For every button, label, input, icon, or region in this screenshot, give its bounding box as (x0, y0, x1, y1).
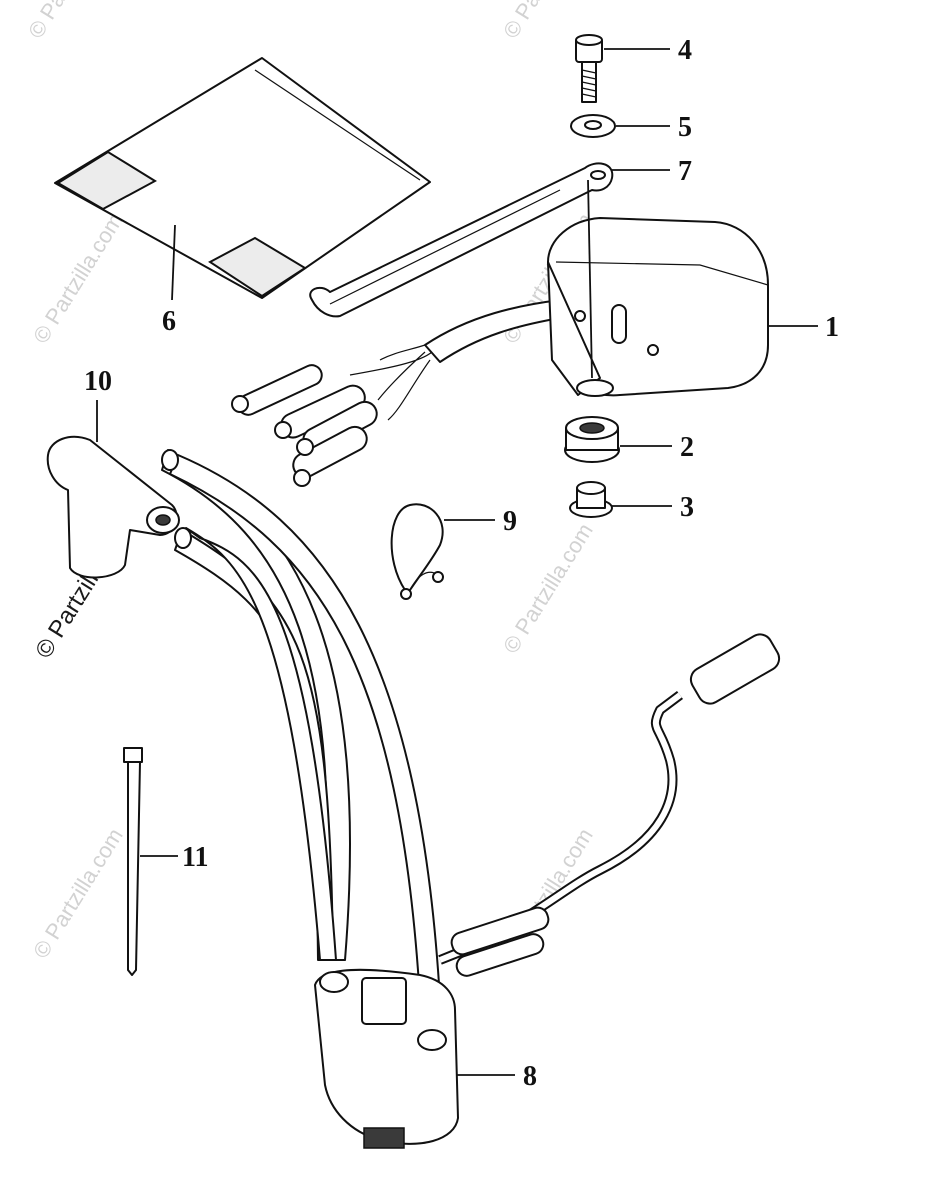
part-3-collar (569, 481, 613, 518)
cdi-wires (349, 344, 433, 421)
collar-top (576, 481, 606, 495)
part-6-sheet (54, 57, 431, 299)
coil-boot (319, 971, 349, 993)
callout-7: 7 (678, 156, 692, 187)
cdi-grommet-hole (576, 379, 614, 397)
primary-lead (438, 692, 682, 963)
part-1-cdi-unit (231, 217, 769, 487)
callout-3: 3 (680, 492, 694, 523)
sheet-corner-right (208, 236, 307, 298)
part-4-bolt (575, 34, 603, 103)
cdi-box-edge (555, 261, 769, 286)
callout-2: 2 (680, 432, 694, 463)
part-9-clip (390, 503, 444, 600)
watermark-text: © Partzilla.com (28, 824, 128, 963)
part-10-plug-cap (46, 435, 180, 579)
sheet-edge (254, 69, 421, 181)
sheet-corner-left (56, 150, 157, 211)
callout-labels: 1 2 3 4 5 6 7 8 9 10 11 (84, 35, 839, 1092)
callout-1: 1 (825, 312, 839, 343)
washer-inner (584, 120, 602, 130)
watermark-text: © Partzilla.com (498, 519, 598, 658)
leader-6 (171, 224, 176, 301)
primary-lead-outline (438, 691, 683, 965)
lead-end (174, 527, 192, 549)
bolt-thread (581, 69, 597, 98)
strap-slot (329, 189, 561, 305)
tie-strap (127, 761, 141, 976)
cdi-rivet (647, 344, 659, 356)
watermark-text: © Partzilla.com (28, 209, 128, 348)
coil-boot (417, 1029, 447, 1051)
tie-head (123, 747, 143, 763)
callout-4: 4 (678, 35, 692, 66)
bolt-head-top (575, 34, 603, 46)
part-11-cable-tie (123, 747, 143, 976)
part-7-strap (309, 162, 614, 318)
part-5-washer (570, 114, 616, 138)
leader-7b (587, 179, 593, 379)
part-2-grommet (564, 416, 620, 463)
clip-end (432, 571, 444, 583)
coil-terminal (363, 1127, 405, 1149)
callout-9: 9 (503, 506, 517, 537)
connector-tip (293, 469, 311, 487)
connector-4 (292, 425, 368, 479)
part-8-ignition-coil (161, 449, 781, 1149)
strap-hole (590, 170, 606, 180)
callout-8: 8 (523, 1061, 537, 1092)
watermark-text: © Partzilla.com (23, 0, 123, 43)
callout-11: 11 (182, 842, 208, 873)
callout-10: 10 (84, 366, 112, 397)
connector-tip (274, 421, 292, 439)
hv-lead-inner (185, 527, 337, 961)
leader-lines (96, 48, 818, 1076)
bullet-connector (455, 933, 545, 977)
grommet-hole (579, 422, 605, 434)
cdi-harness (424, 299, 561, 363)
cdi-rivet (574, 310, 586, 322)
coil-body (314, 968, 459, 1145)
lead-end (161, 449, 179, 471)
primary-connector (689, 633, 781, 705)
clip-loop (390, 503, 444, 591)
connector-tip (231, 395, 249, 413)
bullet-connector (450, 906, 550, 956)
sheet-outline (54, 57, 431, 299)
connector-tip (296, 438, 314, 456)
coil-terminal-block (361, 977, 407, 1025)
cdi-mount-flange (547, 261, 601, 396)
callout-5: 5 (678, 112, 692, 143)
clip-end (400, 588, 412, 600)
plug-cap-bore (155, 514, 171, 526)
plug-cap-body (46, 435, 178, 579)
callout-6: 6 (162, 306, 176, 337)
cdi-slot (611, 304, 627, 344)
